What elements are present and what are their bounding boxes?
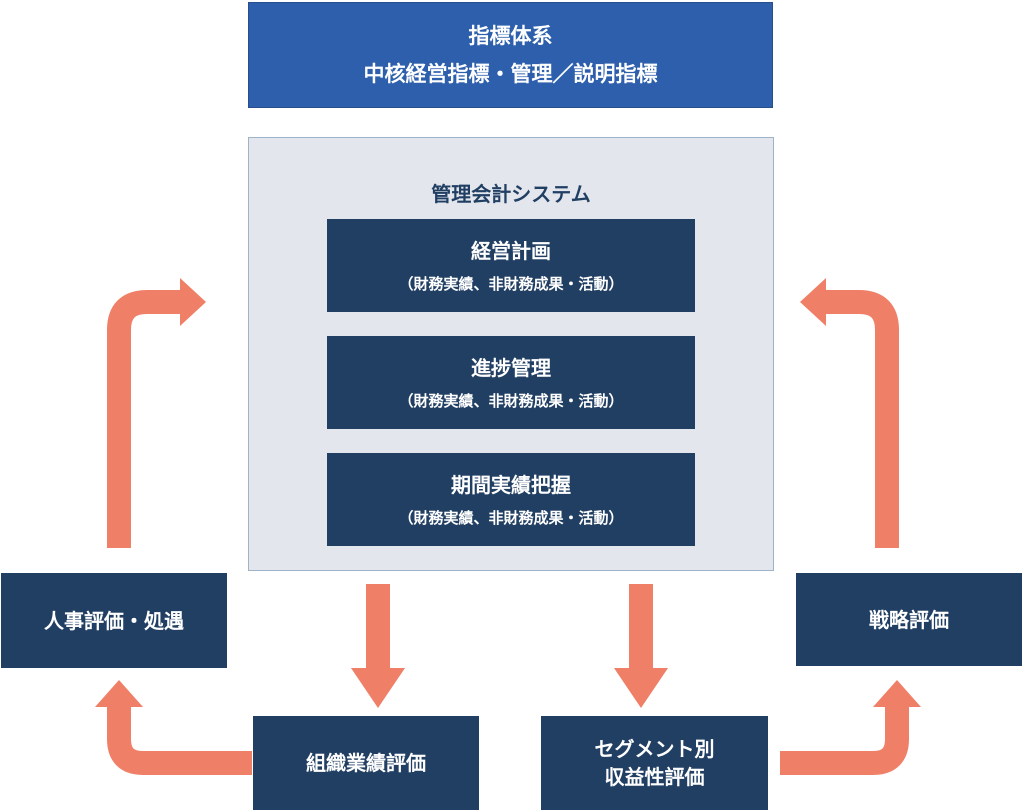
progress-management-detail: （財務実績、非財務成果・活動） [398, 391, 624, 410]
arrow-segment-to-strategy [780, 680, 921, 775]
period-results-title: 期間実績把握 [451, 472, 571, 497]
strategy-evaluation-label: 戦略評価 [869, 607, 949, 632]
segment-profitability-line-1: セグメント別 [594, 737, 715, 761]
strategy-evaluation-box: 戦略評価 [796, 573, 1022, 666]
arrow-hr-to-system [107, 278, 206, 548]
arrow-down-to-segment-profitability [614, 584, 668, 708]
arrow-org-performance-to-hr [95, 680, 252, 775]
period-results-box: 期間実績把握 （財務実績、非財務成果・活動） [327, 453, 695, 546]
hr-evaluation-box: 人事評価・処遇 [1, 573, 227, 668]
segment-profitability-box: セグメント別 収益性評価 [541, 716, 768, 810]
indicator-system-box: 指標体系 中核経営指標・管理／説明指標 [248, 2, 773, 108]
indicator-system-subtitle: 中核経営指標・管理／説明指標 [363, 62, 658, 86]
management-accounting-title: 管理会計システム [431, 182, 591, 206]
business-plan-detail: （財務実績、非財務成果・活動） [398, 274, 624, 293]
progress-management-title: 進捗管理 [471, 355, 551, 380]
segment-profitability-line-2: 収益性評価 [604, 765, 705, 789]
hr-evaluation-label: 人事評価・処遇 [44, 608, 184, 633]
org-performance-label: 組織業績評価 [306, 751, 426, 775]
indicator-system-title: 指標体系 [468, 23, 553, 48]
business-plan-box: 経営計画 （財務実績、非財務成果・活動） [327, 219, 695, 312]
progress-management-box: 進捗管理 （財務実績、非財務成果・活動） [327, 336, 695, 429]
arrow-down-to-org-performance [351, 584, 405, 708]
arrow-strategy-to-system [800, 278, 899, 548]
business-plan-title: 経営計画 [471, 238, 551, 263]
period-results-detail: （財務実績、非財務成果・活動） [398, 508, 624, 527]
org-performance-box: 組織業績評価 [253, 716, 479, 810]
management-accounting-panel: 管理会計システム 経営計画 （財務実績、非財務成果・活動） 進捗管理 （財務実績… [248, 137, 774, 571]
